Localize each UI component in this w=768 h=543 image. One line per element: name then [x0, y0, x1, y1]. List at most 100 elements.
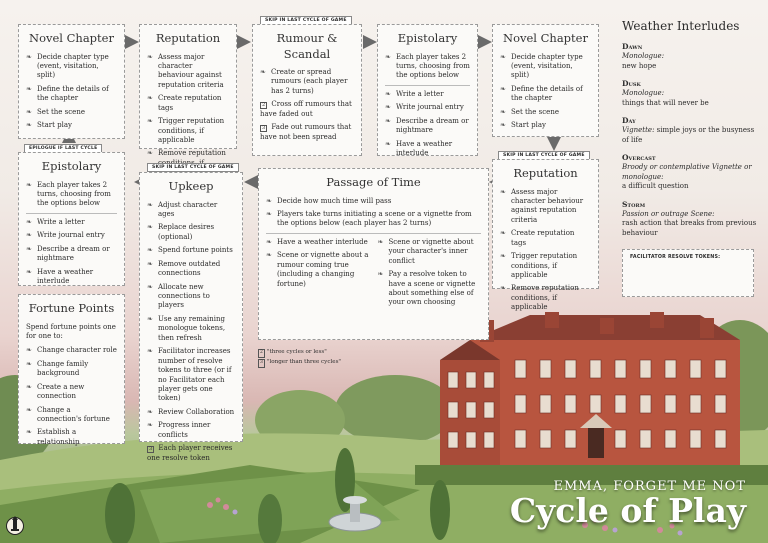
list-item: Start play: [500, 121, 591, 131]
numbered-item: 3 Each player receives one resolve token: [147, 444, 235, 463]
variant-number: 2: [260, 102, 268, 110]
list-item: Write journal entry: [385, 103, 470, 113]
item-text: Cross off rumours that have faded out: [260, 100, 352, 118]
card-title: Novel Chapter: [503, 31, 588, 45]
list-item: Write a letter: [26, 218, 117, 228]
list-item: Decide chapter type (event, visitation, …: [500, 53, 591, 81]
page-title: Cycle of Play: [509, 491, 746, 530]
list-item: Describe a dream or nightmare: [385, 117, 470, 136]
card-title: Passage of Time: [326, 175, 421, 189]
passage-of-time-card: Passage of Time Decide how much time wil…: [258, 168, 489, 340]
numbered-item: 3 Fade out rumours that have not been sp…: [260, 123, 354, 142]
legend-number: 2: [258, 349, 265, 358]
variant-number: 3: [147, 446, 155, 454]
variant-number: 3: [260, 125, 268, 133]
list-item: Progress inner conflicts: [147, 421, 235, 440]
weather-kind: Broody or contemplative Vignette or mono…: [622, 163, 752, 181]
cycle-length-legend: 2"three cycles or less" 3"longer than th…: [258, 348, 341, 368]
weather-entry: Dawn Monologue: new hope: [622, 42, 762, 71]
list-item: Define the details of the chapter: [26, 85, 117, 104]
reputation-card-2: Reputation Assess major character behavi…: [492, 159, 599, 311]
weather-entry: Storm Passion or outrage Scene: rash act…: [622, 200, 762, 238]
title-block: EMMA, FORGET ME NOT Cycle of Play: [510, 479, 746, 527]
upkeep-card: Upkeep Adjust character ages Replace des…: [139, 172, 243, 462]
list-item: Set the scene: [500, 108, 591, 118]
list-item: Replace desires (optional): [147, 223, 235, 242]
card-title: Epistolary: [41, 159, 102, 173]
fortune-points-card: Fortune Points Spend fortune points one …: [18, 294, 125, 447]
list-item: Have a weather interlude: [26, 268, 117, 287]
legend-number: 3: [258, 358, 265, 368]
list-item: Decide how much time will pass: [266, 197, 481, 207]
list-item: Change family background: [26, 360, 117, 379]
list-item: Facilitator increases number of resolve …: [147, 347, 235, 404]
card-title: Epistolary: [397, 31, 458, 45]
list-item: Trigger reputation conditions, if applic…: [500, 252, 591, 280]
weather-kind: Monologue:: [622, 89, 665, 98]
list-item: Each player takes 2 turns, choosing from…: [385, 53, 470, 81]
list-item: Have a weather interlude: [385, 140, 470, 159]
facilitator-resolve-tokens-box: FACILITATOR RESOLVE TOKENS:: [622, 249, 754, 297]
list-item: Write journal entry: [26, 231, 117, 241]
skip-tag: SKIP IN LAST CYCLE OF GAME: [147, 163, 239, 172]
reputation-card: Reputation Assess major character behavi…: [139, 24, 237, 176]
list-item: Assess major character behaviour against…: [500, 188, 591, 226]
novel-chapter-card-2: Novel Chapter Decide chapter type (event…: [492, 24, 599, 137]
epistolary-card: Epistolary Each player takes 2 turns, ch…: [377, 24, 478, 159]
weather-name: Day: [622, 116, 636, 126]
list-item: Create or spread rumours (each player ha…: [260, 68, 354, 96]
card-title: Reputation: [513, 166, 578, 180]
weather-name: Dusk: [622, 79, 641, 89]
item-text: Fade out rumours that have not been spre…: [260, 123, 352, 141]
item-text: Each player receives one resolve token: [147, 444, 233, 462]
list-item: Use any remaining monologue tokens, then…: [147, 315, 235, 343]
weather-interludes: Weather Interludes Dawn Monologue: new h…: [622, 18, 762, 246]
weather-kind: Passion or outrage Scene:: [622, 209, 715, 218]
list-item: Describe a dream or nightmare: [26, 245, 117, 264]
list-item: Create reputation tags: [147, 94, 229, 113]
publisher-logo-icon: [6, 516, 24, 535]
list-item: Each player takes 2 turns, choosing from…: [26, 181, 117, 209]
weather-name: Dawn: [622, 42, 643, 52]
list-item: Allocate new connections to players: [147, 283, 235, 311]
list-item: Set the scene: [26, 108, 117, 118]
weather-text: new hope: [622, 61, 657, 70]
novel-chapter-card: Novel Chapter Decide chapter type (event…: [18, 24, 125, 139]
weather-entry: Day Vignette: simple joys or the busynes…: [622, 116, 762, 145]
list-item: Decide chapter type (event, visitation, …: [26, 53, 117, 81]
list-item: Define the details of the chapter: [500, 85, 591, 104]
rumour-scandal-card: Rumour & Scandal Create or spread rumour…: [252, 24, 362, 156]
weather-text: simple joys or the busyness of life: [622, 126, 755, 144]
card-title: Rumour & Scandal: [276, 31, 338, 61]
list-item: Create reputation tags: [500, 229, 591, 248]
list-item: Review Collaboration: [147, 408, 235, 418]
epistolary-card-2: Epistolary Each player takes 2 turns, ch…: [18, 152, 125, 286]
numbered-item: 2 Cross off rumours that have faded out: [260, 100, 354, 119]
list-item: Pay a resolve token to have a scene or v…: [378, 270, 482, 308]
manor-house: [440, 312, 740, 480]
list-item: Establish a relationship: [26, 428, 117, 447]
card-title: Reputation: [155, 31, 221, 45]
weather-entry: Dusk Monologue: things that will never b…: [622, 79, 762, 108]
list-item: Trigger reputation conditions, if applic…: [147, 117, 229, 145]
list-item: Spend fortune points: [147, 246, 235, 256]
list-item: Have a weather interlude: [266, 238, 370, 248]
card-title: Fortune Points: [28, 301, 115, 315]
list-item: Change character role: [26, 346, 117, 356]
weather-title: Weather Interludes: [622, 19, 740, 33]
list-item: Scene or vignette about a rumour coming …: [266, 251, 370, 289]
weather-text: a difficult question: [622, 182, 689, 191]
weather-name: Storm: [622, 199, 646, 209]
list-item: Assess major character behaviour against…: [147, 53, 229, 91]
list-item: Write a letter: [385, 90, 470, 100]
card-title: Novel Chapter: [29, 31, 114, 45]
list-item: Start play: [26, 121, 117, 131]
list-item: Change a connection's fortune: [26, 406, 117, 425]
list-item: Adjust character ages: [147, 201, 235, 220]
list-item: Scene or vignette about your character's…: [378, 238, 482, 266]
weather-text: things that will never be: [622, 98, 709, 107]
weather-entry: Overcast Broody or contemplative Vignett…: [622, 153, 762, 191]
weather-kind: Monologue:: [622, 52, 665, 61]
list-item: Create a new connection: [26, 383, 117, 402]
list-item: Remove reputation conditions, if applica…: [500, 284, 591, 312]
